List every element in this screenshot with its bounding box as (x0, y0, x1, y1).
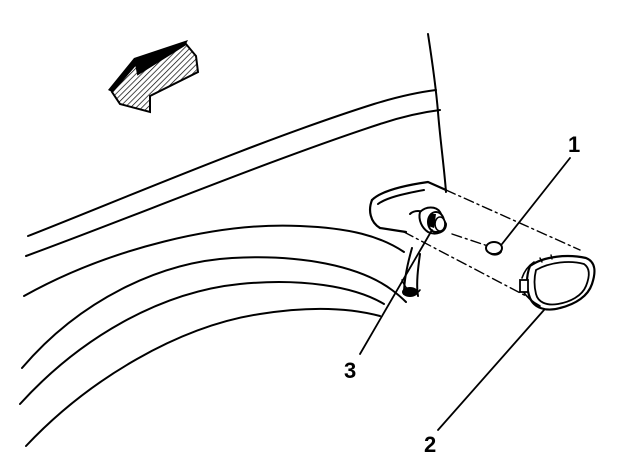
retaining-clip-hole (485, 241, 503, 256)
body-pillar-line (427, 33, 447, 193)
callout-3: 3 (344, 358, 356, 383)
fender-lamp-opening (369, 180, 448, 297)
wheel-arch-inner-1 (21, 256, 407, 369)
lamp-socket-bulb (409, 206, 448, 235)
forward-direction-arrow-icon (108, 40, 200, 114)
fender-middle-line (25, 109, 441, 257)
fender-upper-line (27, 89, 437, 237)
side-marker-lamp-assembly (519, 254, 596, 311)
leader-line-1 (501, 157, 571, 245)
wheel-arch-inner-2 (19, 281, 385, 405)
leader-line-3 (359, 229, 433, 355)
callout-2: 2 (424, 432, 436, 457)
wheel-arch-inner-3 (25, 307, 381, 447)
callout-1: 1 (568, 132, 580, 157)
wheel-arch-outer (23, 224, 405, 297)
leader-line-2 (437, 309, 545, 431)
